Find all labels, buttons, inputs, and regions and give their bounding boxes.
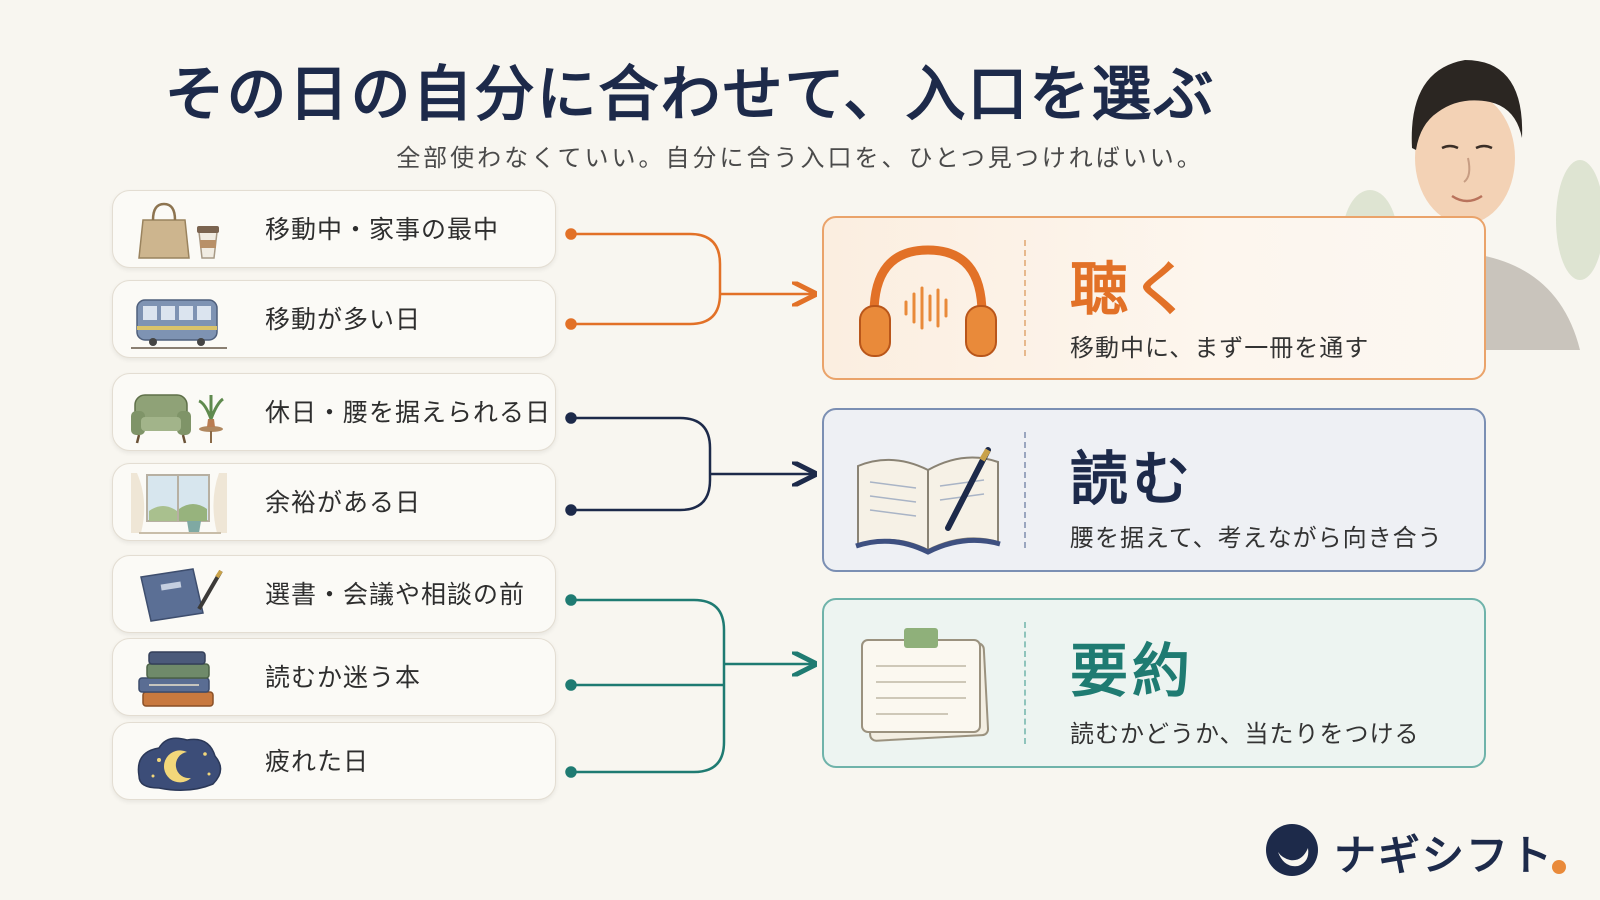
- mode-card-listen: 聴く 移動中に、まず一冊を通す: [822, 216, 1486, 380]
- situation-label: 休日・腰を据えられる日: [265, 398, 552, 427]
- book-stack-icon: [138, 651, 214, 707]
- brand-logo: ナギシフト: [1264, 818, 1584, 880]
- notebook-and-pen-icon: [140, 568, 223, 622]
- situation-label: 読むか迷う本: [265, 663, 422, 692]
- window-and-cup-icon: [131, 473, 227, 534]
- situation-item: 余裕がある日: [112, 463, 556, 541]
- connector-summary: [565, 594, 813, 778]
- moon-icon: [137, 737, 222, 791]
- mode-title: 読む: [1070, 445, 1195, 513]
- mode-desc: 腰を据えて、考えながら向き合う: [1070, 524, 1443, 552]
- mode-desc: 移動中に、まず一冊を通す: [1070, 334, 1370, 362]
- mode-title: 要約: [1070, 637, 1195, 705]
- mode-card-summary: 要約 読むかどうか、当たりをつける: [822, 598, 1486, 768]
- open-book-icon: [855, 447, 1001, 555]
- headphones-icon: [859, 245, 997, 357]
- situation-item: 疲れた日: [112, 722, 556, 800]
- brand-dot: [1552, 860, 1566, 874]
- card-divider: [1024, 622, 1026, 744]
- situation-item: 移動が多い日: [112, 280, 556, 358]
- card-divider: [1024, 240, 1026, 356]
- situation-label: 移動中・家事の最中: [265, 215, 500, 244]
- situation-label: 選書・会議や相談の前: [265, 580, 526, 609]
- armchair-icon: [131, 394, 224, 444]
- mode-title: 聴く: [1070, 255, 1195, 323]
- situation-label: 疲れた日: [265, 747, 370, 776]
- bag-and-coffee-icon: [138, 202, 219, 259]
- page-subtitle: 全部使わなくていい。自分に合う入口を、ひとつ見つければいい。: [396, 144, 1204, 172]
- situation-label: 余裕がある日: [265, 488, 422, 517]
- card-divider: [1024, 432, 1026, 548]
- train-icon: [131, 299, 227, 349]
- page-title: その日の自分に合わせて、入口を選ぶ: [164, 60, 1216, 130]
- mode-desc: 読むかどうか、当たりをつける: [1070, 720, 1420, 748]
- logo-mark-icon: [1266, 824, 1318, 876]
- connector-listen: [565, 228, 813, 330]
- situation-item: 読むか迷う本: [112, 638, 556, 716]
- connector-read: [565, 412, 813, 516]
- situation-label: 移動が多い日: [265, 305, 422, 334]
- summary-card-icon: [861, 628, 990, 742]
- situation-item: 選書・会議や相談の前: [112, 555, 556, 633]
- situation-item: 休日・腰を据えられる日: [112, 373, 556, 451]
- brand-name: ナギシフト: [1334, 831, 1555, 880]
- mode-card-read: 読む 腰を据えて、考えながら向き合う: [822, 408, 1486, 572]
- situation-item: 移動中・家事の最中: [112, 190, 556, 268]
